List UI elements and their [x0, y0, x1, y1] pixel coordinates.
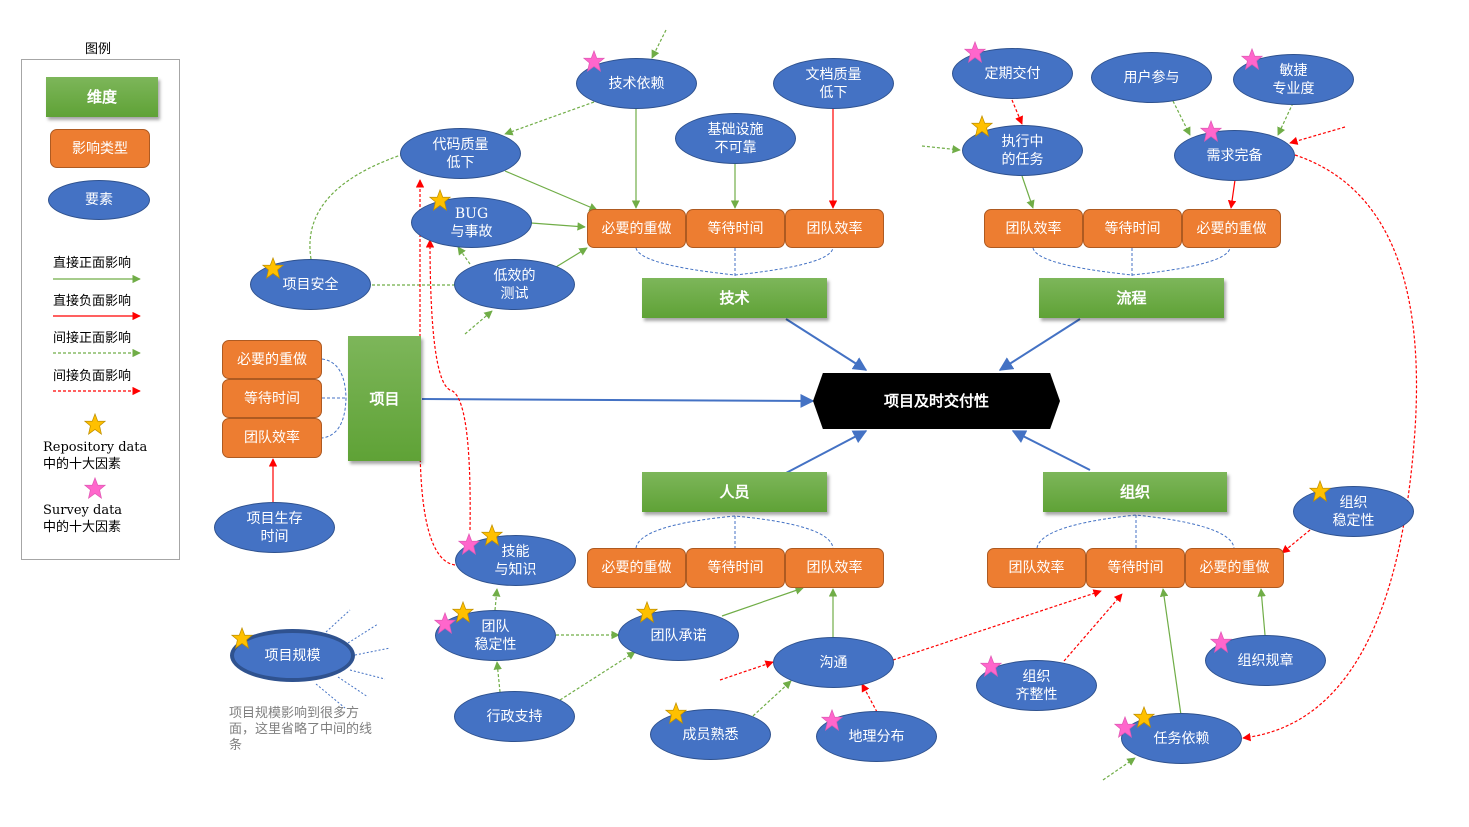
element-wip: 执行中 的任务	[962, 125, 1083, 176]
dimension-process: 流程	[1039, 278, 1224, 318]
legend-direct-positive: 直接正面影响	[53, 256, 132, 271]
link-people-center	[785, 430, 868, 474]
dimension-people: 人员	[642, 472, 827, 512]
element-doc-quality: 文档质量 低下	[773, 58, 894, 109]
element-org-alignment: 组织 齐整性	[976, 660, 1097, 711]
process-rework: 必要的重做	[1182, 209, 1281, 248]
org-wait: 等待时间	[1086, 548, 1185, 588]
repository-star-icon	[429, 189, 451, 211]
legend-box	[21, 59, 180, 560]
survey-star-icon	[434, 612, 456, 634]
project-wait: 等待时间	[222, 379, 322, 418]
survey-star-icon	[458, 533, 480, 555]
element-team-commitment: 团队承诺	[618, 610, 739, 661]
tech-efficiency: 团队效率	[785, 209, 884, 248]
negative-direct-links	[268, 108, 1237, 502]
people-wait: 等待时间	[686, 548, 785, 588]
dimension-links	[421, 318, 1091, 474]
element-inefficient-test: 低效的 测试	[454, 259, 575, 310]
survey-star-icon	[980, 655, 1002, 677]
process-wait: 等待时间	[1083, 209, 1182, 248]
repository-star-icon	[665, 702, 687, 724]
legend-direct-negative: 直接负面影响	[53, 294, 132, 309]
dimension-project: 项目	[348, 336, 421, 461]
legend-lines	[53, 274, 141, 396]
repository-star-icon	[262, 257, 284, 279]
org-efficiency: 团队效率	[987, 548, 1086, 588]
element-user-involvement: 用户参与	[1091, 52, 1212, 103]
center-node: 项目及时交付性	[813, 373, 1060, 429]
element-admin-support: 行政支持	[454, 691, 575, 742]
repository-star-icon	[1133, 706, 1155, 728]
tech-wait: 等待时间	[686, 209, 785, 248]
repository-star-icon	[84, 413, 106, 435]
brace-links	[321, 247, 1235, 549]
survey-star-icon	[821, 709, 843, 731]
legend-element: 要素	[48, 180, 150, 220]
survey-star-icon	[583, 50, 605, 72]
repository-star-icon	[1309, 480, 1331, 502]
project-efficiency: 团队效率	[222, 418, 322, 458]
survey-star-icon	[84, 477, 106, 499]
legend-indirect-positive: 间接正面影响	[53, 331, 132, 346]
legend-impact-type: 影响类型	[50, 129, 150, 168]
element-bug: BUG 与事故	[411, 197, 532, 248]
positive-indirect-links	[309, 29, 1294, 781]
legend-repository-star: Repository data 中的十大因素	[43, 440, 148, 472]
people-efficiency: 团队效率	[785, 548, 884, 588]
repository-star-icon	[452, 601, 474, 623]
element-infra: 基础设施 不可靠	[675, 113, 796, 164]
legend-dimension: 维度	[46, 77, 158, 117]
legend-indirect-negative: 间接负面影响	[53, 369, 132, 384]
element-code-quality: 代码质量 低下	[400, 128, 521, 179]
element-requirements: 需求完备	[1174, 130, 1295, 181]
repository-star-icon	[481, 524, 503, 546]
survey-star-icon	[1114, 716, 1136, 738]
repository-star-icon	[636, 601, 658, 623]
people-rework: 必要的重做	[587, 548, 686, 588]
link-project-center	[421, 393, 815, 408]
survey-star-icon	[1200, 120, 1222, 142]
survey-star-icon	[964, 41, 986, 63]
repository-star-icon	[971, 115, 993, 137]
link-org-center	[1011, 430, 1091, 471]
org-rework: 必要的重做	[1185, 548, 1284, 588]
element-team-stability: 团队 稳定性	[435, 610, 556, 661]
project-size-note: 项目规模影响到很多方面，这里省略了中间的线条	[229, 706, 373, 753]
positive-direct-links	[504, 108, 1266, 716]
process-efficiency: 团队效率	[984, 209, 1083, 248]
element-skills: 技能 与知识	[455, 535, 576, 586]
project-rework: 必要的重做	[222, 340, 322, 379]
link-process-center	[998, 318, 1081, 371]
survey-star-icon	[1241, 48, 1263, 70]
element-project-size: 项目规模	[230, 629, 355, 682]
element-project-lifetime: 项目生存 时间	[214, 502, 335, 553]
legend-survey-star: Survey data 中的十大因素	[43, 503, 123, 535]
element-communication: 沟通	[773, 637, 894, 688]
dimension-tech: 技术	[642, 278, 827, 318]
survey-star-icon	[1210, 631, 1232, 653]
dimension-org: 组织	[1043, 472, 1227, 512]
repository-star-icon	[231, 627, 253, 649]
tech-rework: 必要的重做	[587, 209, 686, 248]
element-member-familiarity: 成员熟悉	[650, 709, 771, 760]
element-org-stability: 组织 稳定性	[1293, 486, 1414, 537]
link-tech-center	[785, 318, 868, 371]
legend-title: 图例	[84, 42, 111, 57]
project-size-rays	[315, 609, 391, 709]
